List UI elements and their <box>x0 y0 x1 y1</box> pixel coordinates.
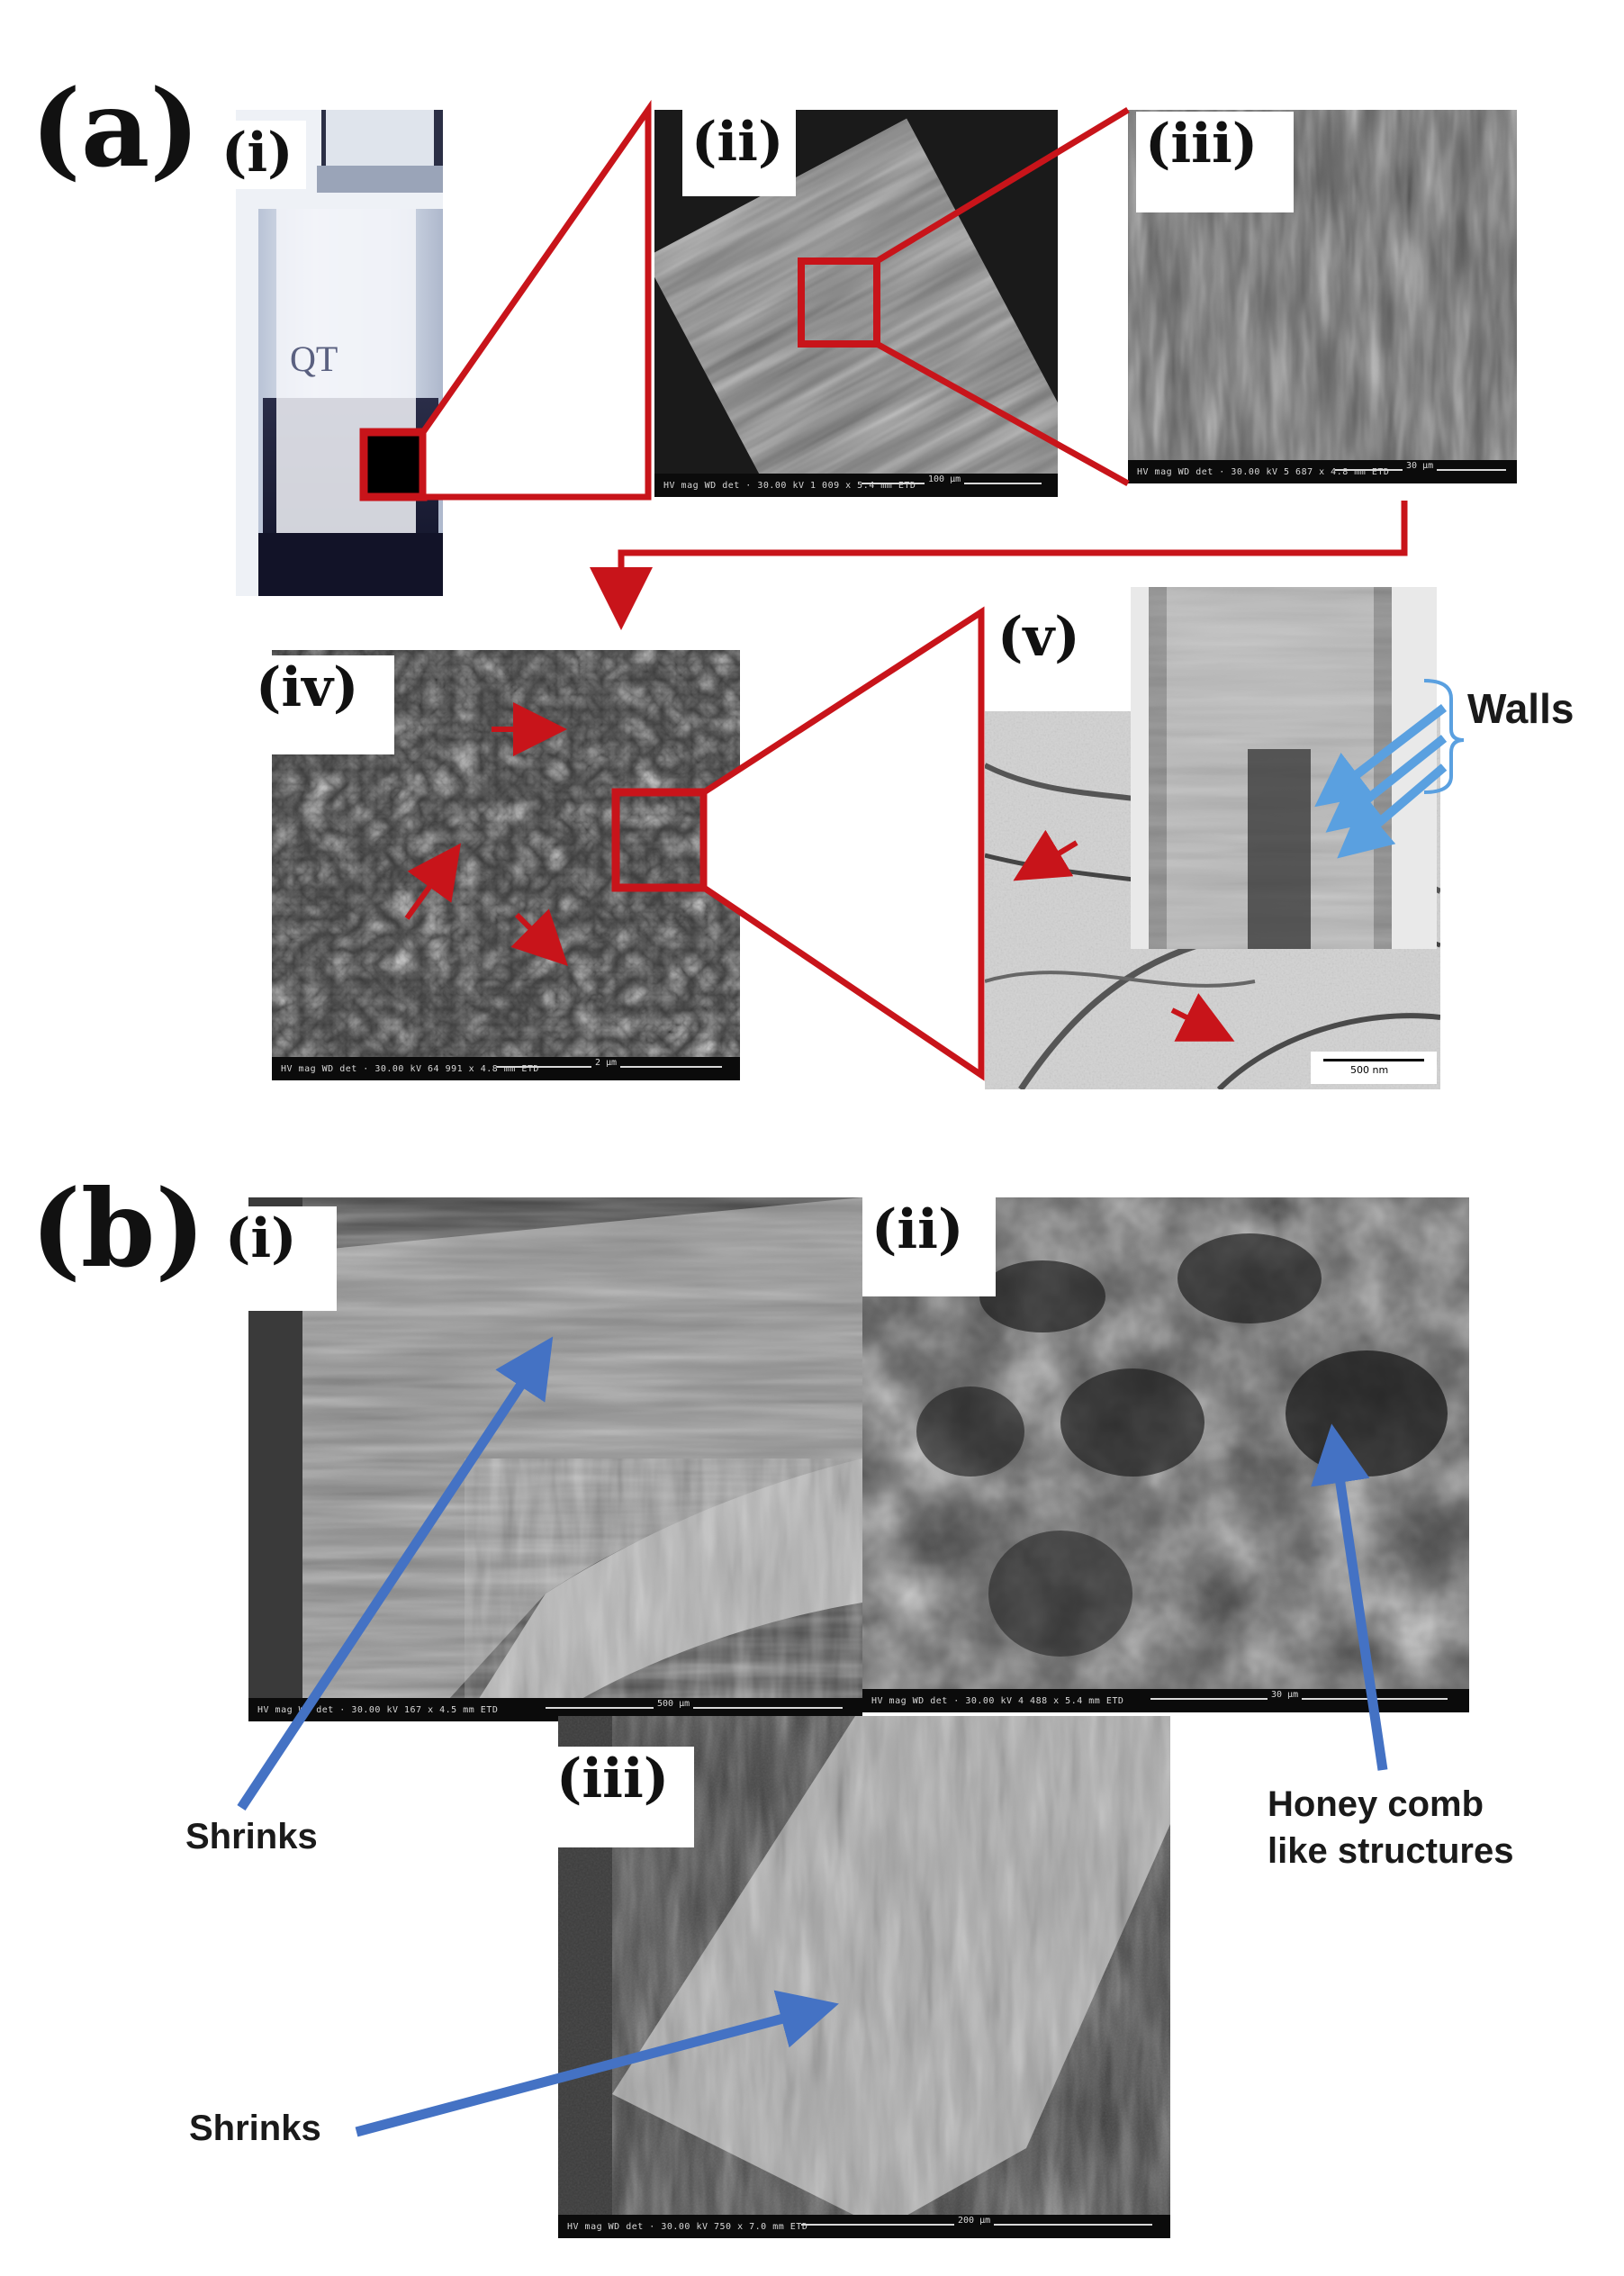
panel-a-label: (a) <box>31 66 201 191</box>
zoom-box-a-ii <box>798 257 880 348</box>
scale-bar-b-iii: HV mag WD det · 30.00 kV 750 x 7.0 mm ET… <box>558 2215 1170 2238</box>
sub-label-b-i: (i) <box>216 1206 337 1311</box>
tem-inset-a-v <box>1131 587 1437 949</box>
scale-bar-a-iv: HV mag WD det · 30.00 kV 64 991 x 4.8 mm… <box>272 1057 740 1080</box>
honeycomb-arrow <box>1311 1423 1388 1771</box>
walls-label: Walls <box>1467 685 1574 732</box>
panel-b-label: (b) <box>31 1166 206 1291</box>
shrinks-arrow-bottom <box>355 1990 839 2137</box>
vial-photo: QT <box>236 110 443 596</box>
vial-handwriting: QT <box>290 339 338 379</box>
sub-label-b-ii: (ii) <box>862 1197 997 1296</box>
scale-bar-a-iii: HV mag WD det · 30.00 kV 5 687 x 4.8 mm … <box>1128 460 1517 483</box>
zoom-connector-a-i <box>420 99 652 501</box>
zoom-box-a-i <box>359 428 428 501</box>
sub-label-a-i: (i) <box>212 121 306 189</box>
sub-label-a-iv: (iv) <box>247 655 395 754</box>
connector-iii-to-iv <box>590 501 1408 630</box>
shrinks-label-bottom: Shrinks <box>189 2109 321 2148</box>
sub-label-a-v: (v) <box>988 605 1100 708</box>
sem-image-a-ii: HV mag WD det · 30.00 kV 1 009 x 5.4 mm … <box>654 110 1058 497</box>
shrinks-label-top: Shrinks <box>185 1817 318 1856</box>
honeycomb-label-line1: Honey comb <box>1268 1784 1484 1824</box>
sub-label-b-iii: (iii) <box>547 1747 695 1847</box>
honeycomb-label-line2: like structures <box>1268 1831 1514 1871</box>
zoom-box-a-iv <box>611 788 708 892</box>
tem-scale-bar-a-v: 500 nm <box>1311 1052 1437 1084</box>
zoom-connector-a-iv <box>700 606 985 1081</box>
sub-label-a-iii: (iii) <box>1136 112 1295 212</box>
sub-label-a-ii: (ii) <box>682 110 797 196</box>
walls-bracket <box>1423 679 1465 794</box>
shrinks-arrow-top <box>237 1336 554 1811</box>
scale-bar-a-ii: HV mag WD det · 30.00 kV 1 009 x 5.4 mm … <box>654 474 1058 497</box>
